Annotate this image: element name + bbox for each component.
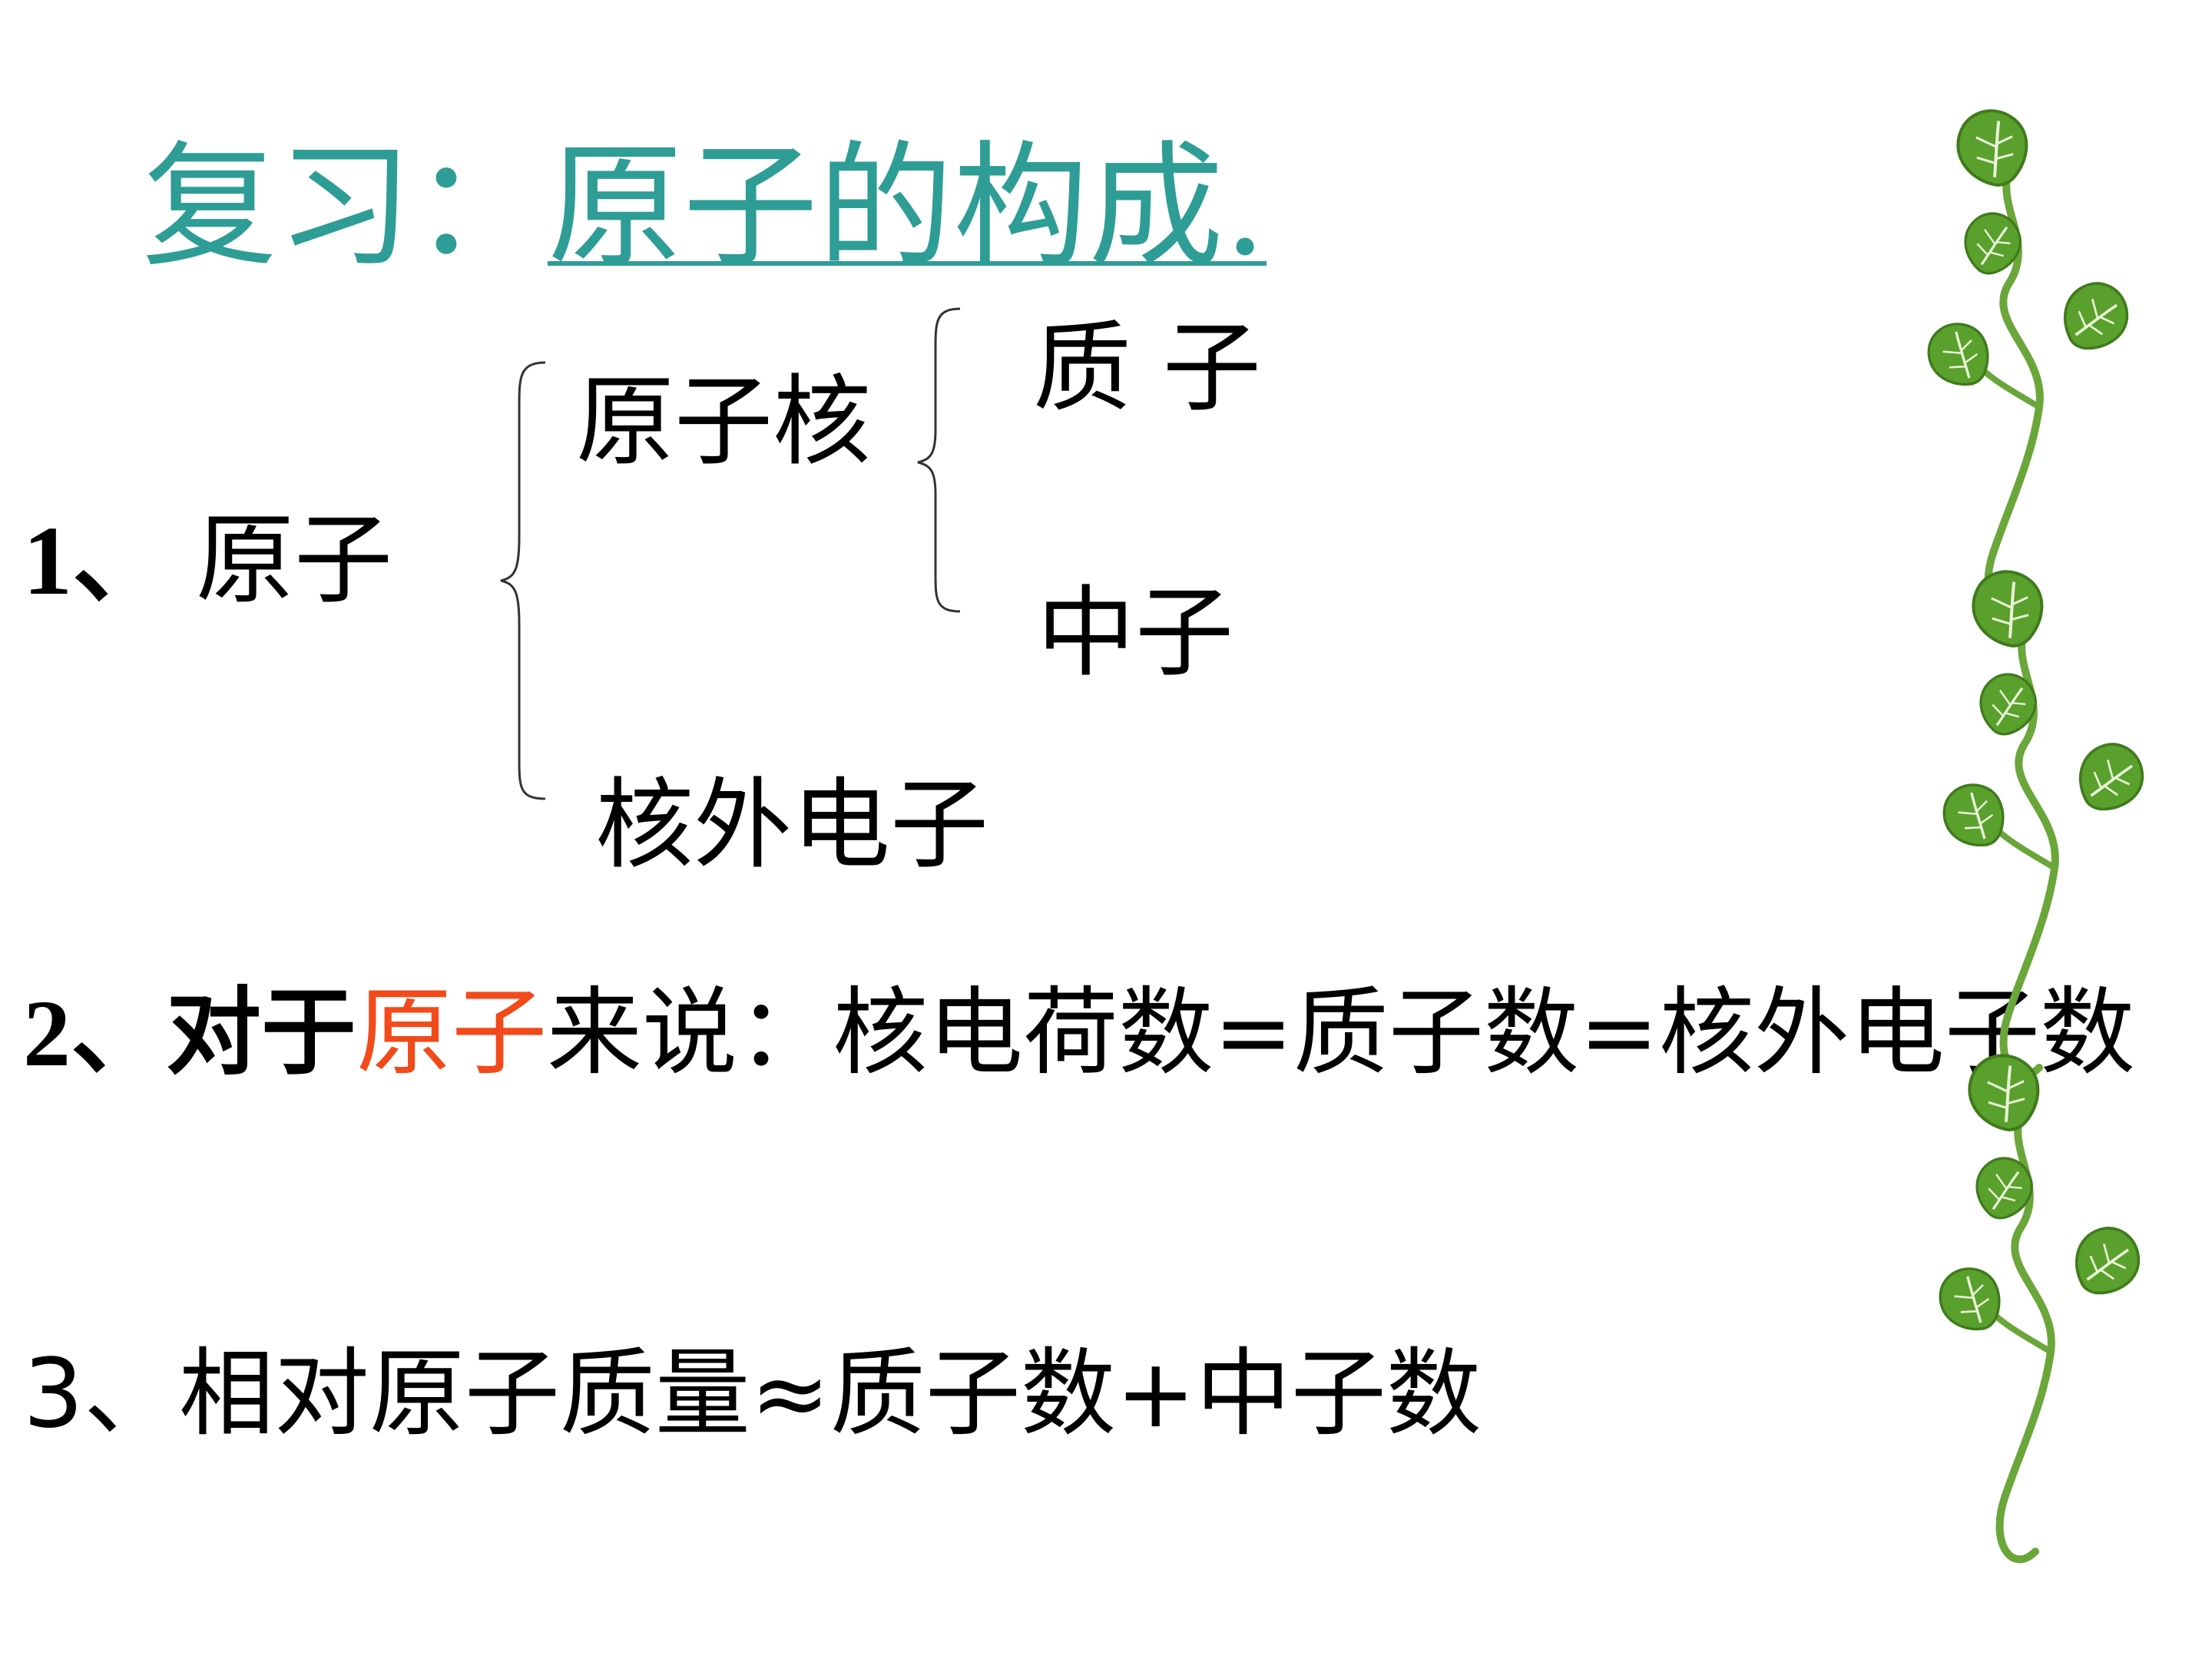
title-prefix: 复习： (142, 128, 548, 286)
item1-atom: 原子 (196, 503, 393, 618)
slide-title: 复习：原子的构成. (142, 131, 1267, 284)
item3-statement: 3、相对原子质量≈质子数+中子数 (23, 1339, 1482, 1449)
vine-middle (1932, 561, 2154, 1075)
item2-highlight: 原子 (356, 978, 548, 1088)
item1-neutron: 中子 (1037, 576, 1234, 690)
nucleus-brace (917, 307, 961, 613)
item2-after: 来说：核电荷数=质子数=核外电子数 (547, 978, 2135, 1088)
item1-electron: 核外电子 (595, 768, 989, 882)
item1-nucleus: 原子核 (576, 365, 872, 479)
item1-number: 1、 (23, 506, 171, 615)
title-link[interactable]: 原子的构成. (548, 128, 1267, 286)
vine-top (1917, 101, 2139, 614)
item2-statement: 2、对于原子来说：核电荷数=质子数=核外电子数 (23, 975, 2135, 1091)
vine-bottom (1929, 1045, 2151, 1559)
atom-brace (500, 361, 546, 800)
item2-before: 2、对于 (23, 981, 357, 1086)
item1-proton: 质 子 (1033, 311, 1261, 426)
